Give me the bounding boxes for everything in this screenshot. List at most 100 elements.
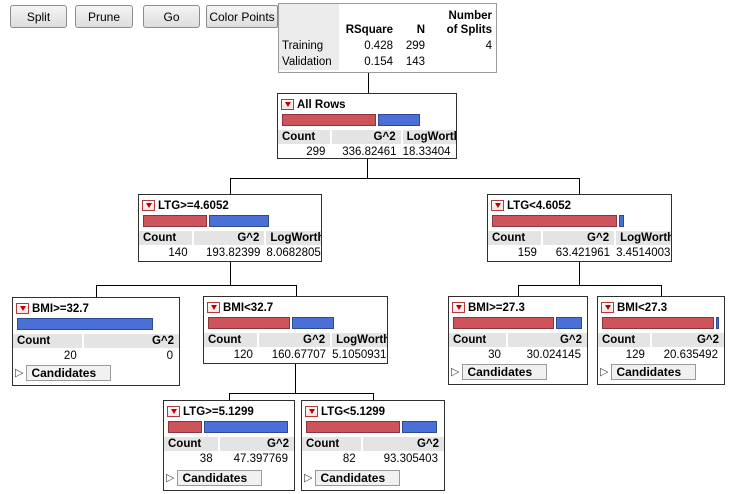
node-title: BMI<32.7 [223, 301, 274, 314]
row-label-training: Training [279, 38, 339, 54]
red-triangle-icon [455, 305, 462, 310]
node-title: BMI<27.3 [617, 301, 668, 314]
node-title: All Rows [297, 98, 346, 111]
g2-header: G^2 [259, 333, 331, 347]
g2-value: 93.305403 [383, 453, 438, 465]
disclosure-triangle-icon[interactable]: ▷ [166, 471, 175, 484]
blue-bar [401, 421, 437, 433]
disclosure-triangle-icon[interactable]: ▷ [600, 365, 609, 378]
red-bar [143, 215, 208, 227]
logworth-value: 8.0682805 [266, 247, 321, 259]
node-menu-icon[interactable] [281, 99, 294, 110]
red-triangle-icon [284, 102, 291, 107]
count-header: Count [13, 334, 82, 348]
response-bar [602, 317, 720, 331]
logworth-value: 18.33404 [402, 146, 451, 158]
node-menu-icon[interactable] [491, 200, 504, 211]
tree-connector [229, 393, 230, 400]
tree-connector [96, 285, 297, 286]
training-rsquare: 0.428 [364, 40, 393, 52]
node-menu-icon[interactable] [305, 406, 318, 417]
disclosure-triangle-icon[interactable]: ▷ [451, 365, 460, 378]
node-title: LTG>=5.1299 [183, 405, 254, 418]
red-triangle-icon [494, 203, 501, 208]
count-value: 20 [63, 350, 77, 362]
g2-value: 20.635492 [663, 349, 718, 361]
red-bar [453, 317, 555, 329]
count-header: Count [488, 231, 542, 245]
disclosure-triangle-icon[interactable]: ▷ [15, 366, 24, 379]
g2-header: G^2 [219, 437, 294, 451]
training-splits: 4 [485, 40, 492, 52]
tree-connector [518, 285, 519, 296]
tree-connector [230, 262, 231, 285]
red-triangle-icon [604, 305, 611, 310]
node-menu-icon[interactable] [16, 303, 29, 314]
prune-button[interactable]: Prune [75, 5, 133, 28]
node-menu-icon[interactable] [167, 406, 180, 417]
row-label-validation: Validation [279, 54, 339, 70]
tree-connector [579, 178, 580, 194]
split-button[interactable]: Split [10, 5, 67, 28]
node-menu-icon[interactable] [601, 302, 614, 313]
count-value: 82 [342, 453, 356, 465]
red-triangle-icon [19, 306, 26, 311]
red-triangle-icon [210, 305, 217, 310]
node-menu-icon[interactable] [452, 302, 465, 313]
tree-connector [96, 285, 97, 297]
count-header: Count [278, 130, 330, 144]
logworth-value: 3.4514003 [616, 247, 671, 259]
tree-connector [229, 393, 374, 394]
red-triangle-icon [308, 409, 315, 414]
g2-header: G^2 [193, 231, 265, 245]
node-menu-icon[interactable] [142, 200, 155, 211]
count-value: 159 [517, 247, 537, 259]
g2-header: G^2 [652, 333, 724, 347]
node-menu-icon[interactable] [207, 302, 220, 313]
blue-bar [292, 317, 335, 329]
count-header: Count [204, 333, 258, 347]
logworth-header: LogWorth [402, 130, 456, 144]
col-header-number-of-splits: Number of Splits [446, 10, 492, 36]
response-bar [143, 215, 317, 229]
count-value: 140 [168, 247, 188, 259]
g2-value: 193.82399 [206, 247, 261, 259]
tree-connector [373, 393, 374, 400]
node-title: LTG>=4.6052 [158, 199, 229, 212]
count-header: Count [449, 333, 507, 347]
candidates-button[interactable]: Candidates [177, 470, 263, 486]
tree-connector [368, 73, 369, 93]
red-bar [208, 317, 291, 329]
disclosure-triangle-icon[interactable]: ▷ [304, 471, 313, 484]
logworth-header: LogWorth [332, 333, 387, 347]
training-n: 299 [405, 40, 425, 52]
go-button[interactable]: Go [143, 5, 200, 28]
col-header-rsquare: RSquare [345, 24, 393, 36]
node-title: LTG<5.1299 [321, 405, 386, 418]
tree-connector [230, 178, 231, 194]
count-header: Count [598, 333, 651, 347]
logworth-value: 5.1050931 [332, 349, 387, 361]
red-triangle-icon [145, 203, 152, 208]
color-points-button[interactable]: Color Points [206, 5, 278, 28]
tree-connector [518, 285, 662, 286]
candidates-button[interactable]: Candidates [611, 364, 697, 380]
candidates-button[interactable]: Candidates [315, 470, 401, 486]
blue-bar [209, 215, 269, 227]
red-triangle-icon [170, 409, 177, 414]
g2-value: 63.421961 [555, 247, 611, 259]
blue-bar [377, 114, 420, 126]
g2-header: G^2 [508, 333, 587, 347]
g2-header: G^2 [331, 130, 401, 144]
validation-rsquare: 0.154 [364, 56, 393, 68]
candidates-button[interactable]: Candidates [462, 364, 548, 380]
candidates-button[interactable]: Candidates [26, 365, 112, 381]
g2-value: 160.67707 [271, 349, 327, 361]
tree-connector [230, 178, 580, 179]
count-header: Count [302, 437, 361, 451]
